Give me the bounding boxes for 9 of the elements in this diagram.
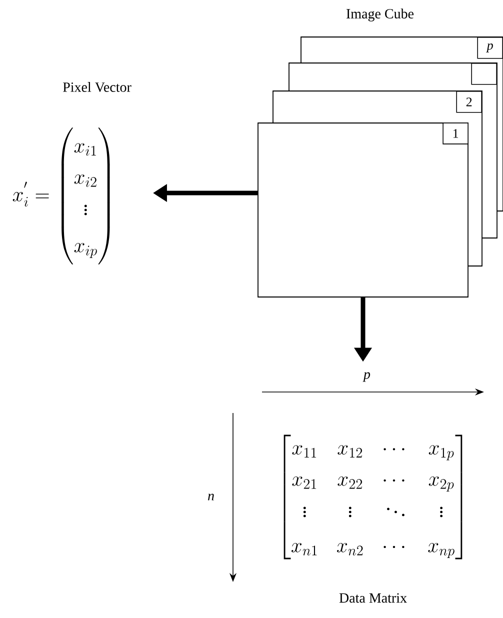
band-tag	[471, 63, 497, 85]
pixel-vector: Pixel Vector $x_i^{'} = \begin{pmatrix} x_{i1} \\ x_{i2} \\ \vdots \\[6pt] x_{ip} \end{pmatrix}$	[12, 82, 132, 264]
band-tag: 2	[456, 91, 482, 113]
axis-label: p	[362, 372, 370, 382]
data-matrix: $\begin{bmatrix} x_{11} & x_{12} & \cdots & x_{1p} \\ x_{21} & x_{22} & \cdots & x_{2p} \\ \vdots & \vdots & \ddots & \vdots \\[4pt] x_{n1} & x_{n2} & \cdots & x_{np} \end{bmatrix}$ Data Matrix	[284, 434, 462, 603]
band-tag: p	[477, 37, 503, 59]
image-layer: 1	[258, 122, 468, 298]
axis-label: n	[208, 494, 214, 500]
cube-title: Image Cube	[346, 8, 414, 22]
